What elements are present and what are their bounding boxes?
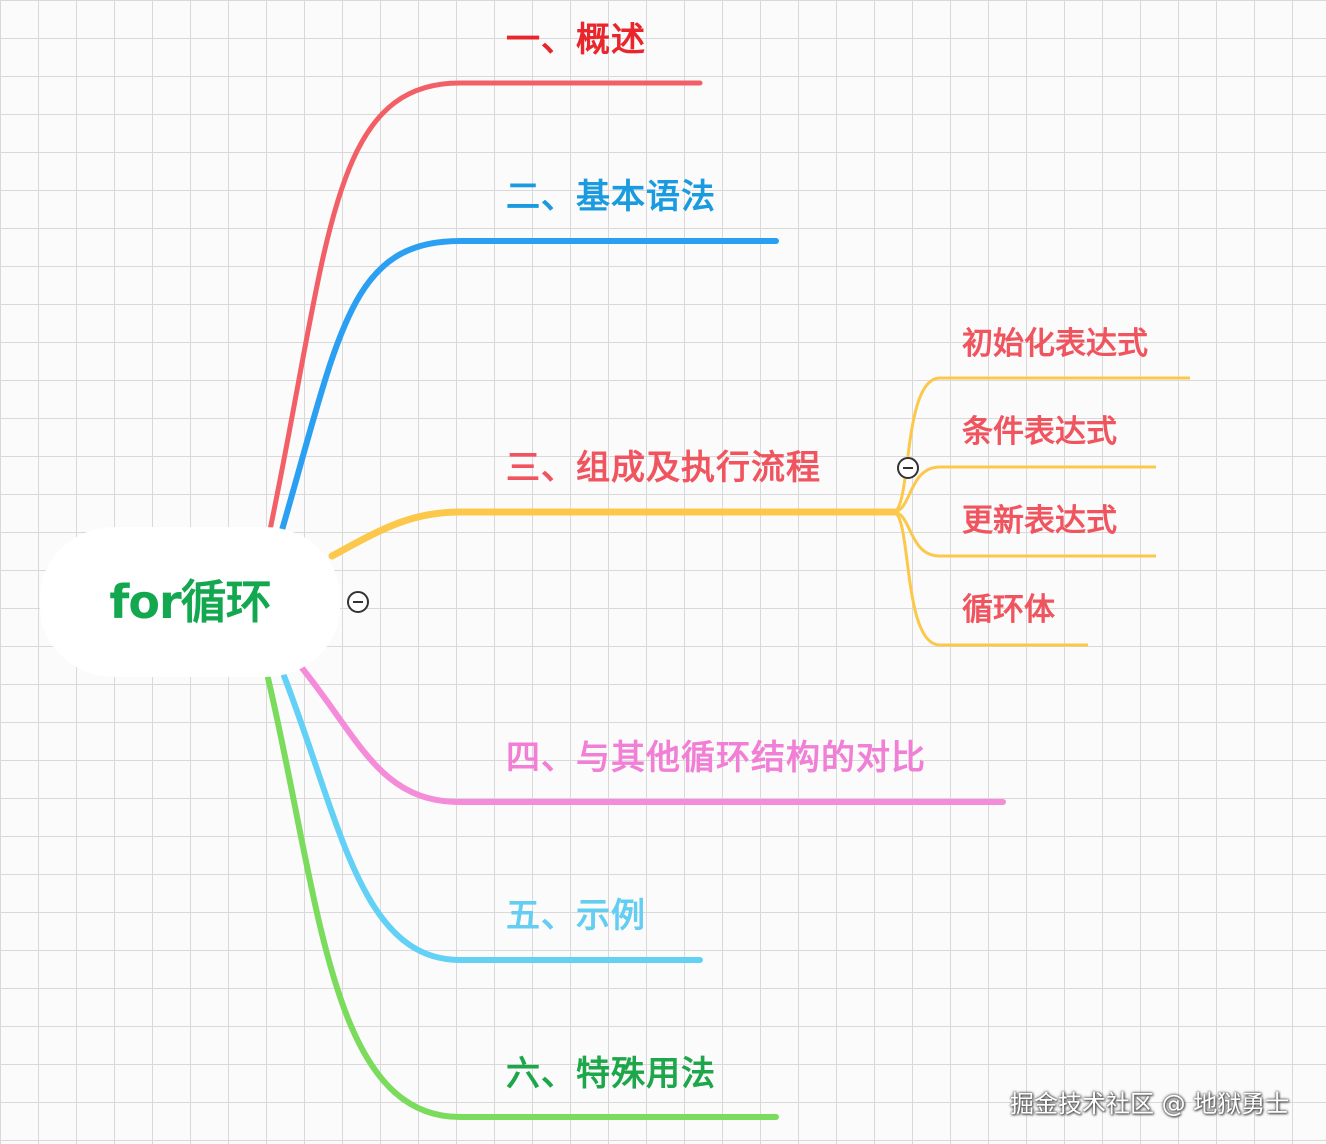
connector-example <box>281 673 703 963</box>
root-collapse-icon[interactable] <box>347 591 369 613</box>
root-node[interactable] <box>40 527 340 677</box>
branch-flow-label[interactable]: 三、组成及执行流程 <box>506 448 821 488</box>
branch-special-label[interactable]: 六、特殊用法 <box>506 1054 716 1094</box>
branch-overview-label[interactable]: 一、概述 <box>506 20 646 60</box>
root-node-label: for循环 <box>109 575 271 629</box>
branch-syntax-label[interactable]: 二、基本语法 <box>506 177 716 217</box>
connector-flow-child-2 <box>892 465 1156 514</box>
connector-syntax <box>279 238 779 533</box>
flow-child-update-label[interactable]: 更新表达式 <box>962 503 1117 539</box>
watermark: 掘金技术社区 @ 地狱勇士 <box>1010 1090 1290 1118</box>
connector-overview <box>267 80 703 533</box>
connector-special <box>265 675 779 1120</box>
flow-child-body-label[interactable]: 循环体 <box>962 592 1055 628</box>
connector-flow-child-4 <box>892 510 1088 647</box>
flow-child-condition-label[interactable]: 条件表达式 <box>962 414 1117 450</box>
connector-flow-child-1 <box>892 376 1190 514</box>
connector-compare <box>299 665 1006 805</box>
flow-collapse-icon[interactable] <box>897 457 919 479</box>
branch-example-label[interactable]: 五、示例 <box>506 896 646 936</box>
flow-child-init-label[interactable]: 初始化表达式 <box>962 326 1148 362</box>
connector-flow-child-3 <box>892 510 1156 558</box>
connector-flow <box>328 508 899 560</box>
branch-compare-label[interactable]: 四、与其他循环结构的对比 <box>506 738 926 778</box>
